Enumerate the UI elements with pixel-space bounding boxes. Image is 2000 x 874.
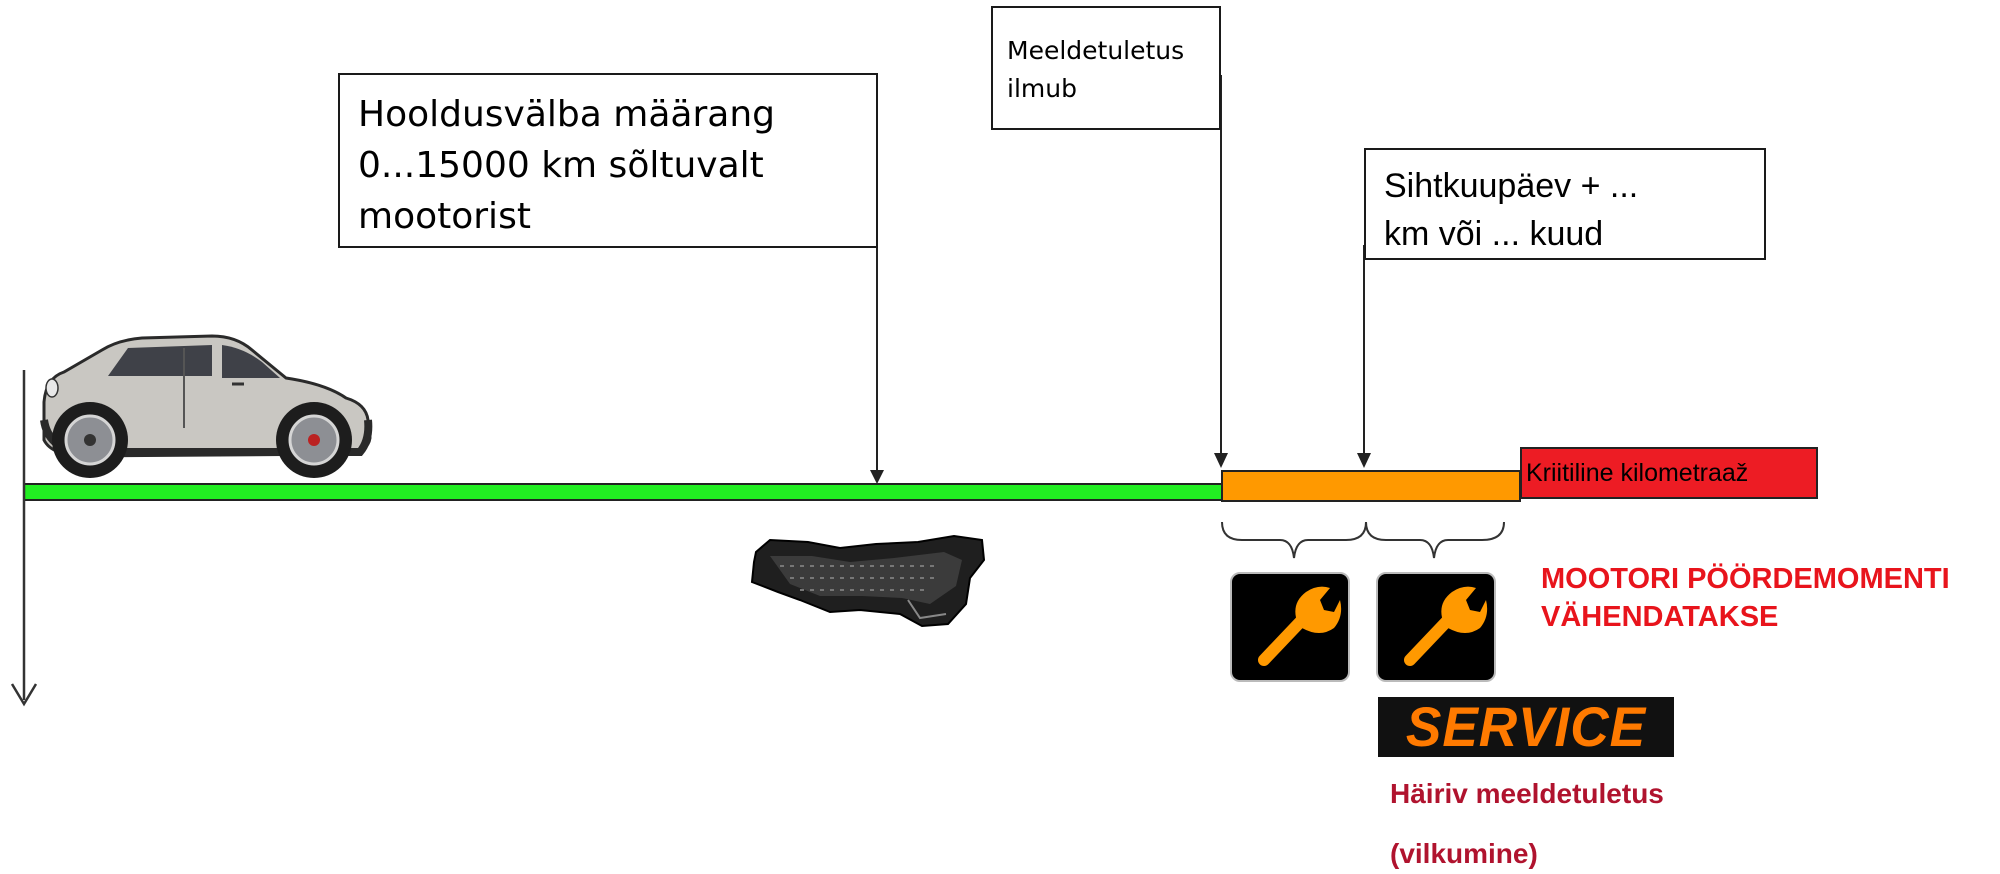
reminder-callout-text: Meeldetuletus ilmub: [1007, 36, 1185, 103]
wrench-icon: [1376, 572, 1496, 682]
critical-mileage-label: Kriitiline kilometraaž: [1520, 447, 1818, 499]
service-display-text: SERVICE: [1405, 695, 1647, 758]
torque-reduction-warning: MOOTORI PÖÖRDEMOMENTI VÄHENDATAKSE: [1541, 563, 1950, 633]
oil-pan-icon: [750, 534, 986, 628]
disturbing-reminder-line2: (vilkumine): [1390, 838, 1538, 869]
interval-callout-text: Hooldusvälba määrang 0...15000 km sõltuv…: [358, 94, 775, 237]
wrench-icon: [1230, 572, 1350, 682]
brace-left: [1221, 521, 1367, 559]
reminder-arrow: [1214, 75, 1228, 468]
reminder-callout: Meeldetuletus ilmub: [991, 6, 1221, 130]
green-phase-bar: [23, 483, 1223, 501]
brace-right: [1365, 521, 1505, 559]
target-callout-text: Sihtkuupäev + ... km või ... kuud: [1384, 167, 1639, 253]
target-arrow: [1357, 245, 1371, 468]
disturbing-reminder-line1: Häiriv meeldetuletus: [1390, 778, 1664, 809]
service-display: SERVICE: [1378, 697, 1674, 757]
interval-callout: Hooldusvälba määrang 0...15000 km sõltuv…: [338, 73, 878, 248]
target-callout: Sihtkuupäev + ... km või ... kuud: [1364, 148, 1766, 260]
vertical-axis-arrow: [10, 370, 38, 707]
orange-phase-bar: [1221, 470, 1521, 502]
car-icon: [40, 334, 373, 478]
